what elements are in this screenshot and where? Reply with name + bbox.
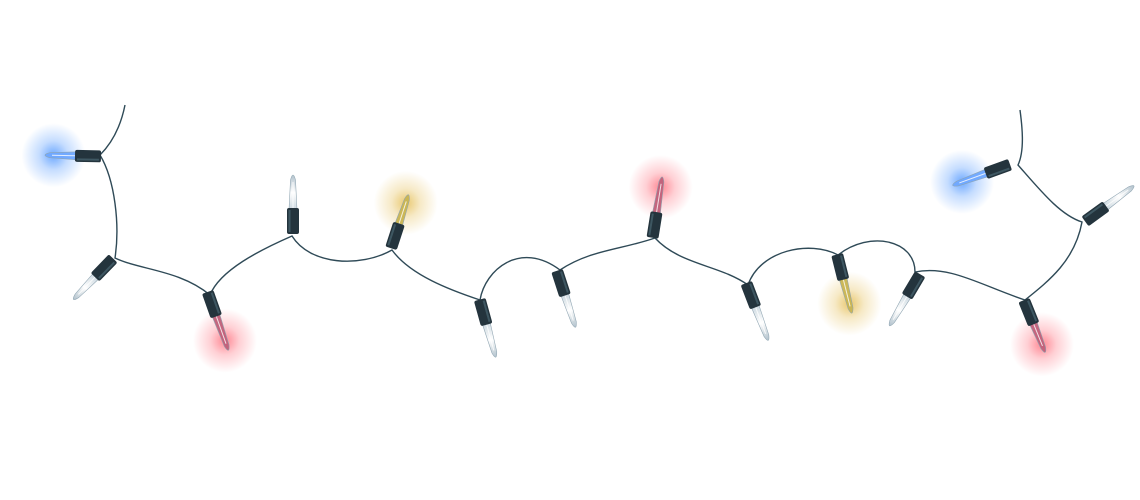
bulb-clear [1082, 185, 1135, 226]
bulb-filament [1105, 189, 1129, 207]
socket-highlight [76, 158, 99, 161]
bulb-socket [1082, 202, 1109, 226]
bulb-socket [474, 298, 492, 326]
bulb-socket [202, 290, 222, 318]
bulb-filament [656, 183, 662, 213]
socket-highlight [1027, 300, 1038, 322]
bulb-socket [1019, 298, 1039, 326]
bulb-clear [888, 271, 925, 327]
bulb-socket [91, 255, 117, 281]
bulb-filament [486, 324, 495, 351]
glow-layer [21, 123, 1074, 377]
socket-highlight [210, 292, 220, 314]
bulb-clear [287, 174, 299, 234]
socket-highlight [560, 271, 569, 293]
bulb-clear [741, 281, 770, 341]
bulb-red [646, 176, 665, 239]
socket-highlight [482, 300, 491, 323]
socket-highlight [988, 167, 1010, 177]
bulb-blue [44, 149, 102, 163]
bulb-red [1019, 298, 1047, 353]
socket-highlight [98, 261, 115, 279]
bulb-filament [959, 172, 986, 184]
bulb-filament [1033, 324, 1043, 347]
bulb-socket [385, 222, 405, 250]
bulb-filament [398, 201, 407, 224]
bulb-socket [551, 269, 571, 297]
bulb-filament [755, 307, 767, 334]
bulb-socket [902, 271, 925, 299]
bulb-socket [741, 281, 761, 309]
bulb-clear [474, 298, 498, 358]
bulb-layer [44, 149, 1135, 358]
socket-highlight [840, 255, 848, 278]
bulb-clear [72, 255, 117, 300]
socket-highlight [1084, 203, 1104, 219]
bulb-filament [215, 316, 227, 344]
bulb-filament [77, 276, 96, 295]
bulb-socket [831, 253, 849, 281]
bulb-blue [952, 159, 1012, 187]
light-string-wire [99, 104, 1083, 301]
bulb-clear [551, 269, 577, 328]
socket-highlight [910, 277, 924, 298]
bulb-filament [51, 154, 76, 157]
socket-highlight [648, 213, 654, 236]
bulb-socket [984, 159, 1012, 179]
bulb-filament [842, 279, 851, 307]
bulb-filament [892, 296, 908, 320]
socket-highlight [749, 283, 760, 305]
bulb-red [202, 290, 230, 351]
bulb-filament [564, 295, 574, 321]
socket-highlight [288, 210, 291, 232]
bulb-yellow [831, 253, 854, 314]
socket-highlight [387, 223, 397, 246]
bulb-yellow [385, 194, 410, 250]
